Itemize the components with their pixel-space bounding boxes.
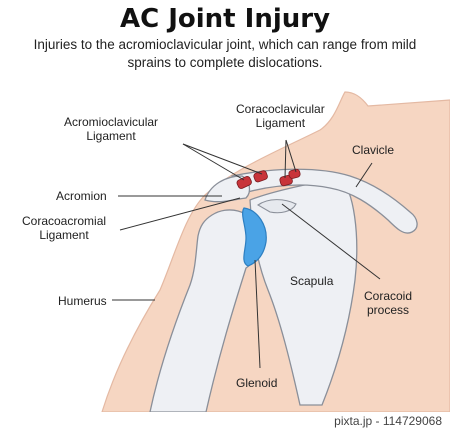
label-coracoclavicular-ligament: Coracoclavicular Ligament bbox=[236, 102, 325, 130]
coracoid-bone bbox=[256, 199, 297, 214]
subtitle-line-2: sprains to complete dislocations. bbox=[127, 55, 323, 70]
coracoclavicular-ligaments bbox=[279, 168, 301, 187]
label-acromioclavicular-ligament: Acromioclavicular Ligament bbox=[64, 115, 158, 143]
clavicle-bone bbox=[231, 168, 418, 234]
leader-glenoid bbox=[254, 259, 261, 369]
label-humerus: Humerus bbox=[58, 294, 107, 308]
label-scapula: Scapula bbox=[290, 274, 334, 288]
label-clavicle: Clavicle bbox=[352, 143, 395, 157]
acromioclavicular-ligaments bbox=[236, 170, 268, 189]
label-coracoid-process: Coracoid process bbox=[364, 289, 412, 317]
leader-cc-ligament-1 bbox=[284, 139, 287, 179]
watermark-footer: pixta.jp - 114729068 bbox=[0, 412, 450, 431]
label-coracoclavicular-line-2: Ligament bbox=[255, 116, 306, 130]
leader-clavicle bbox=[355, 162, 373, 188]
glenoid-cartilage bbox=[242, 207, 267, 267]
subtitle-line-1: Injuries to the acromioclavicular joint,… bbox=[33, 37, 417, 52]
page-subtitle: Injuries to the acromioclavicular joint,… bbox=[14, 36, 436, 72]
leader-ac-ligament-2 bbox=[182, 143, 263, 175]
label-coracoacromial-line-2: Ligament bbox=[39, 228, 89, 242]
leader-cc-ligament-2 bbox=[285, 139, 297, 173]
label-coracoid-line-1: Coracoid bbox=[364, 289, 413, 303]
label-coracoclavicular-line-1: Coracoclavicular bbox=[236, 102, 325, 116]
leader-coracoid bbox=[281, 203, 381, 280]
label-coracoacromial-ligament: Coracoacromial Ligament bbox=[22, 214, 106, 242]
label-coracoacromial-line-1: Coracoacromial bbox=[22, 214, 107, 228]
leader-ac-ligament-1 bbox=[182, 143, 245, 181]
label-acromioclavicular-line-1: Acromioclavicular bbox=[64, 115, 159, 129]
label-acromioclavicular-line-2: Ligament bbox=[86, 129, 136, 143]
label-acromion: Acromion bbox=[56, 189, 107, 203]
label-coracoid-line-2: process bbox=[367, 303, 410, 317]
leader-coracoacromial bbox=[119, 197, 241, 231]
watermark-text: pixta.jp - 114729068 bbox=[334, 414, 442, 428]
page-title: AC Joint Injury bbox=[119, 4, 331, 34]
label-glenoid: Glenoid bbox=[236, 376, 278, 390]
